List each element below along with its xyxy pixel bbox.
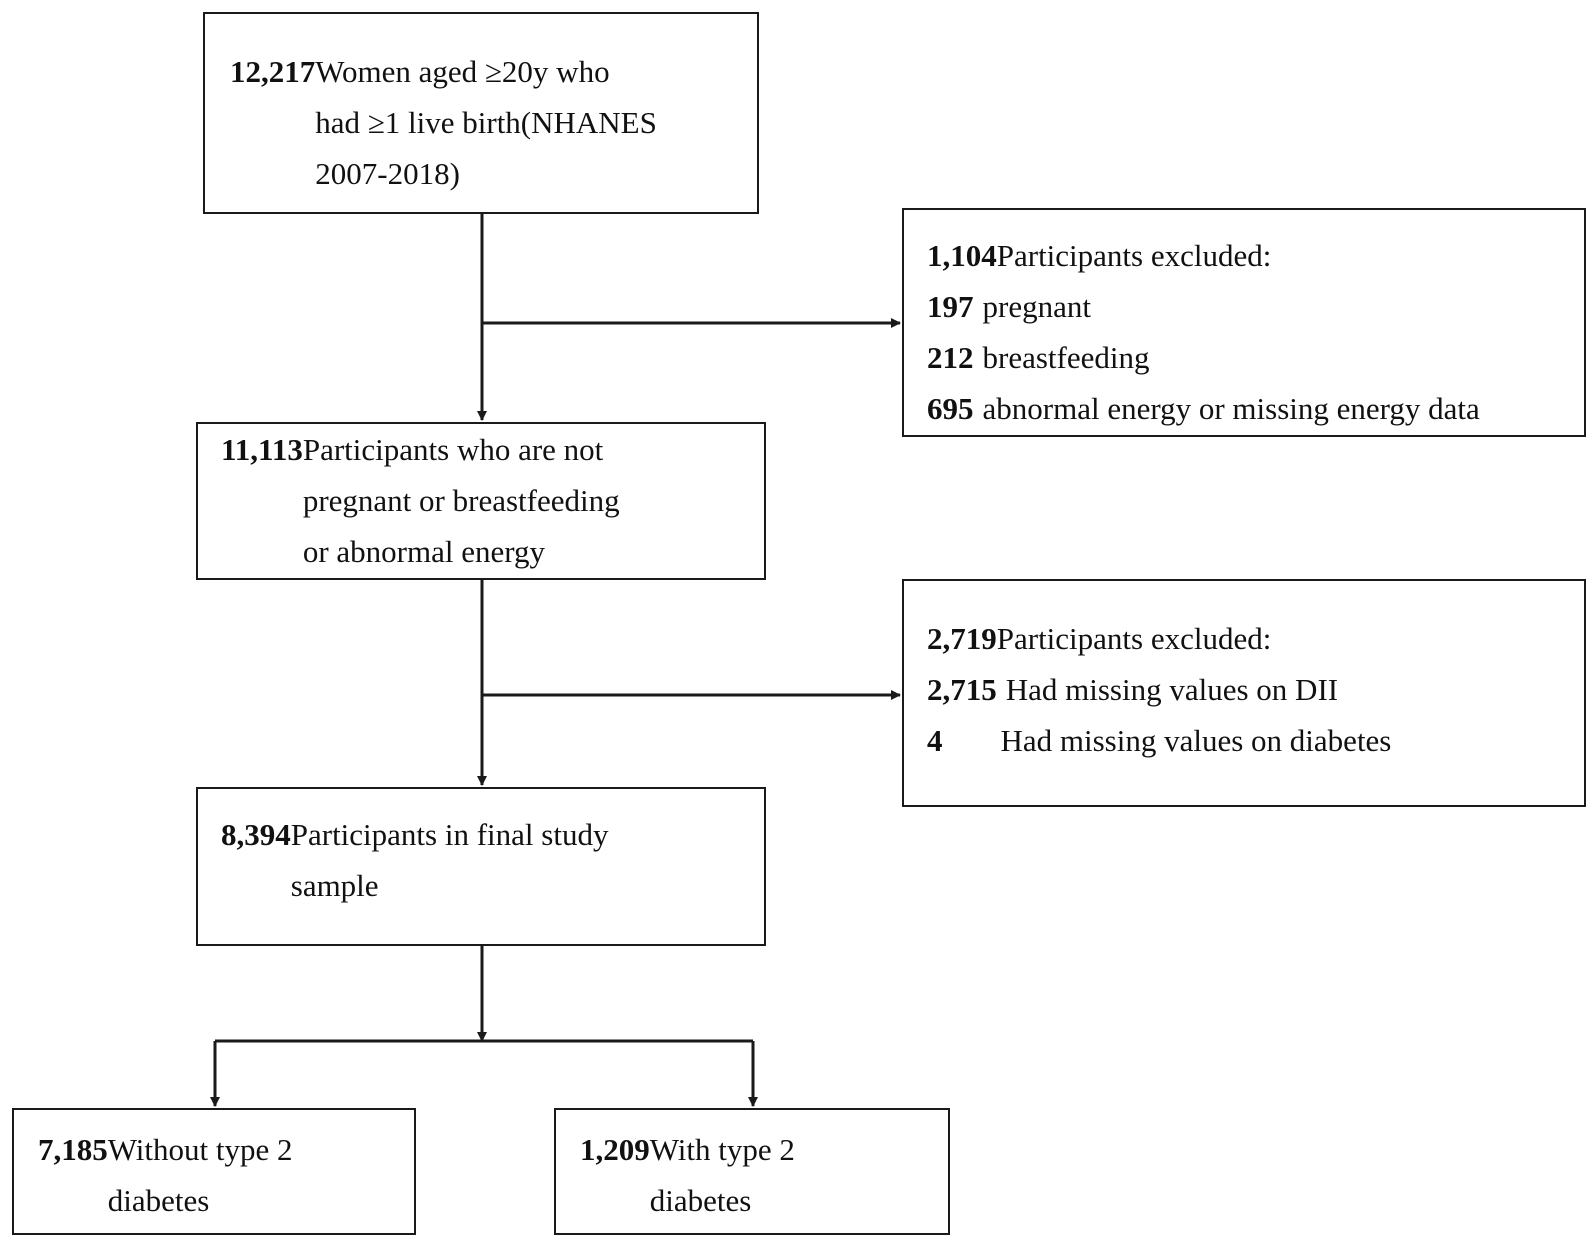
exclusion-1-item: 212 breastfeeding: [927, 332, 1584, 383]
exclusion-1-item-count: 212: [927, 340, 974, 375]
exclusion-box-1: 1,104 Participants excluded: 197 pregnan…: [902, 208, 1586, 437]
with-diabetes-count: 1,209: [580, 1132, 650, 1167]
exclusion-2-header: 2,719 Participants excluded:: [927, 613, 1584, 664]
start-line-2: had ≥1 live birth(NHANES: [315, 105, 657, 140]
exclusion-1-item-count: 197: [927, 289, 974, 324]
final-line-2: sample: [290, 868, 379, 903]
exclusion-1-item-count: 695: [927, 391, 974, 426]
start-description: Women aged ≥20y who had ≥1 live birth(NH…: [315, 46, 657, 199]
exclusion-2-item-label: Had missing values on diabetes: [1000, 723, 1392, 758]
start-population-box: 12,217 Women aged ≥20y who had ≥1 live b…: [203, 12, 759, 214]
final-line-1: Participants in final study: [290, 817, 609, 852]
exclusion-2-item: 2,715 Had missing values on DII: [927, 664, 1584, 715]
exclusion-1-title: Participants excluded:: [996, 238, 1272, 273]
exclusion-1-item-label: abnormal energy or missing energy data: [982, 391, 1480, 426]
start-line-1: Women aged ≥20y who: [315, 54, 610, 89]
start-count: 12,217: [230, 54, 316, 89]
exclusion-2-item: 4 Had missing values on diabetes: [927, 715, 1584, 766]
exclusion-2-item-count: 2,715: [927, 672, 997, 707]
without-diabetes-line-2: diabetes: [107, 1183, 210, 1218]
exclusion-2-item-count: 4: [927, 723, 943, 758]
exclusion-1-item-label: pregnant: [982, 289, 1091, 324]
intermediate-line-3: or abnormal energy: [302, 534, 546, 569]
intermediate-population-box: 11,113 Participants who are not pregnant…: [196, 422, 766, 580]
final-count: 8,394: [221, 817, 291, 852]
exclusion-2-count: 2,719: [927, 621, 997, 656]
without-diabetes-box: 7,185 Without type 2 diabetes: [12, 1108, 416, 1235]
without-diabetes-description: Without type 2 diabetes: [108, 1124, 293, 1226]
exclusion-2-title: Participants excluded:: [996, 621, 1272, 656]
exclusion-1-item: 197 pregnant: [927, 281, 1584, 332]
with-diabetes-line-2: diabetes: [649, 1183, 752, 1218]
without-diabetes-count: 7,185: [38, 1132, 108, 1167]
intermediate-line-2: pregnant or breastfeeding: [302, 483, 620, 518]
with-diabetes-description: With type 2 diabetes: [650, 1124, 795, 1226]
exclusion-1-item: 695 abnormal energy or missing energy da…: [927, 383, 1584, 434]
exclusion-1-count: 1,104: [927, 238, 997, 273]
intermediate-line-1: Participants who are not: [302, 432, 604, 467]
intermediate-description: Participants who are not pregnant or bre…: [303, 424, 620, 577]
exclusion-box-2: 2,719 Participants excluded: 2,715 Had m…: [902, 579, 1586, 807]
exclusion-2-item-label: Had missing values on DII: [1005, 672, 1339, 707]
with-diabetes-line-1: With type 2: [649, 1132, 795, 1167]
with-diabetes-box: 1,209 With type 2 diabetes: [554, 1108, 950, 1235]
final-sample-box: 8,394 Participants in final study sample: [196, 787, 766, 946]
intermediate-count: 11,113: [221, 432, 303, 467]
start-line-3: 2007-2018): [315, 156, 460, 191]
final-description: Participants in final study sample: [291, 809, 609, 911]
exclusion-1-item-label: breastfeeding: [982, 340, 1150, 375]
exclusion-1-header: 1,104 Participants excluded:: [927, 230, 1584, 281]
without-diabetes-line-1: Without type 2: [107, 1132, 293, 1167]
